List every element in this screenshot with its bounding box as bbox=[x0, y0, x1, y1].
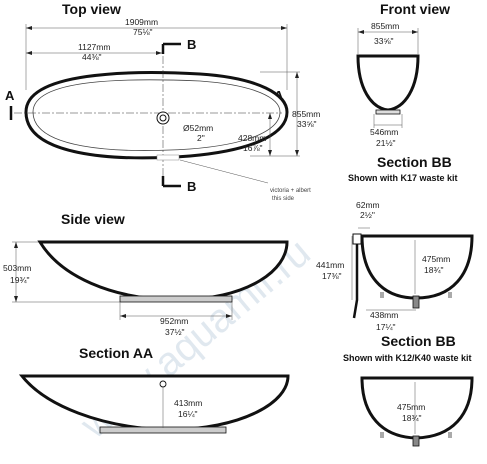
side-base-arrow-l bbox=[120, 314, 126, 318]
bb17-overflow-head bbox=[352, 233, 362, 245]
section-bb-k17-title: Section BB bbox=[377, 154, 452, 170]
bb17-base-label: 438mm bbox=[370, 310, 398, 320]
aa-basin bbox=[18, 374, 290, 432]
side-arrow-top bbox=[14, 242, 18, 248]
half-length-label: 1127mm bbox=[78, 42, 110, 52]
bb12-waste bbox=[412, 435, 420, 447]
bb17-foot-l bbox=[380, 292, 384, 298]
section-aa-title: Section AA bbox=[79, 345, 153, 361]
bb17-offset-in-label: 2½" bbox=[360, 210, 375, 220]
side-arrow-bottom bbox=[14, 296, 18, 302]
side-view-title: Side view bbox=[61, 211, 125, 227]
front-width-label: 855mm bbox=[371, 21, 399, 31]
side-view: Side view 503mm 19¾" 952mm 37½" bbox=[3, 211, 289, 337]
side-plinth bbox=[119, 295, 233, 303]
bb17-base-in-label: 17¼" bbox=[376, 322, 396, 332]
front-base-in-label: 21½" bbox=[376, 138, 396, 148]
bb12-depth-label: 475mm bbox=[397, 402, 425, 412]
arrow-bottom bbox=[295, 150, 299, 156]
section-bb-k12-subtitle: Shown with K12/K40 waste kit bbox=[343, 353, 472, 363]
front-view-title: Front view bbox=[380, 1, 450, 17]
arrow-left-2 bbox=[26, 51, 32, 55]
bb17-foot-r bbox=[448, 292, 452, 298]
waste-diameter-label: Ø52mm bbox=[183, 123, 213, 133]
bb17-basin bbox=[360, 234, 474, 300]
arrow-top bbox=[295, 72, 299, 78]
aa-depth-in-label: 16¼" bbox=[178, 409, 198, 419]
section-b-bottom-letter: B bbox=[187, 179, 196, 194]
arrow-left bbox=[26, 26, 32, 30]
arrow-right bbox=[281, 26, 287, 30]
bb12-foot-r bbox=[448, 432, 452, 438]
bb17-waste bbox=[412, 295, 420, 309]
overall-length-in-label: 75⅛" bbox=[133, 27, 153, 37]
section-bb-k17: Section BB Shown with K17 waste kit 62mm… bbox=[316, 154, 474, 332]
bb17-depth-in-label: 18¾" bbox=[424, 265, 444, 275]
top-view-title: Top view bbox=[62, 1, 121, 17]
top-view: Top view 1909mm 75⅛" 1127mm 44⅜" B B A A bbox=[5, 1, 320, 202]
width-in-label: 33⅝" bbox=[297, 119, 317, 129]
side-height-label: 503mm bbox=[3, 263, 31, 273]
bb17-overflow-pipe bbox=[352, 234, 359, 319]
arrow-right-2 bbox=[156, 51, 162, 55]
side-base-arrow-r bbox=[226, 314, 232, 318]
offset-in-label: 16⅞" bbox=[243, 143, 263, 153]
front-arrow-l bbox=[358, 30, 364, 34]
side-height-in-label: 19¾" bbox=[10, 275, 30, 285]
section-bb-k12-title: Section BB bbox=[381, 333, 456, 349]
brand-plate bbox=[156, 154, 180, 161]
front-basin bbox=[356, 54, 420, 112]
section-bb-k17-subtitle: Shown with K17 waste kit bbox=[348, 173, 458, 183]
aa-overflow bbox=[159, 380, 167, 388]
half-length-in-label: 44⅜" bbox=[82, 52, 102, 62]
bb17-height-label: 441mm bbox=[316, 260, 344, 270]
basin-inner-rim bbox=[32, 79, 281, 151]
brand-leader bbox=[179, 159, 269, 184]
arrow-offset-top bbox=[268, 113, 272, 119]
side-base-in-label: 37½" bbox=[165, 327, 185, 337]
waste-diameter-in-label: 2" bbox=[197, 133, 205, 143]
overall-length-label: 1909mm bbox=[125, 17, 158, 27]
front-width-in-label: 33⅝" bbox=[374, 36, 394, 46]
section-b-top-letter: B bbox=[187, 37, 196, 52]
brand-note: this side bbox=[272, 196, 295, 202]
waste-inner bbox=[159, 114, 167, 122]
front-view: Front view 855mm 33⅝" 546mm 21½" bbox=[356, 1, 450, 148]
brand-name: victoria + albert bbox=[270, 188, 311, 194]
section-a-left-letter: A bbox=[5, 88, 15, 103]
bb17-offset-label: 62mm bbox=[356, 200, 380, 210]
front-arrow-r bbox=[412, 30, 418, 34]
front-base-label: 546mm bbox=[370, 127, 398, 137]
bb12-foot-l bbox=[380, 432, 384, 438]
section-bb-k12: Section BB Shown with K12/K40 waste kit … bbox=[343, 333, 474, 447]
section-aa: Section AA 413mm 16¼" bbox=[18, 345, 290, 434]
front-plinth bbox=[375, 109, 401, 115]
width-label: 855mm bbox=[292, 109, 320, 119]
offset-label: 428mm bbox=[238, 133, 266, 143]
aa-depth-label: 413mm bbox=[174, 398, 202, 408]
arrow-offset-bottom bbox=[268, 150, 272, 156]
bb17-depth-label: 475mm bbox=[422, 254, 450, 264]
bb12-depth-in-label: 18¾" bbox=[402, 413, 422, 423]
side-base-label: 952mm bbox=[160, 316, 188, 326]
bb17-height-in-label: 17⅜" bbox=[322, 271, 342, 281]
